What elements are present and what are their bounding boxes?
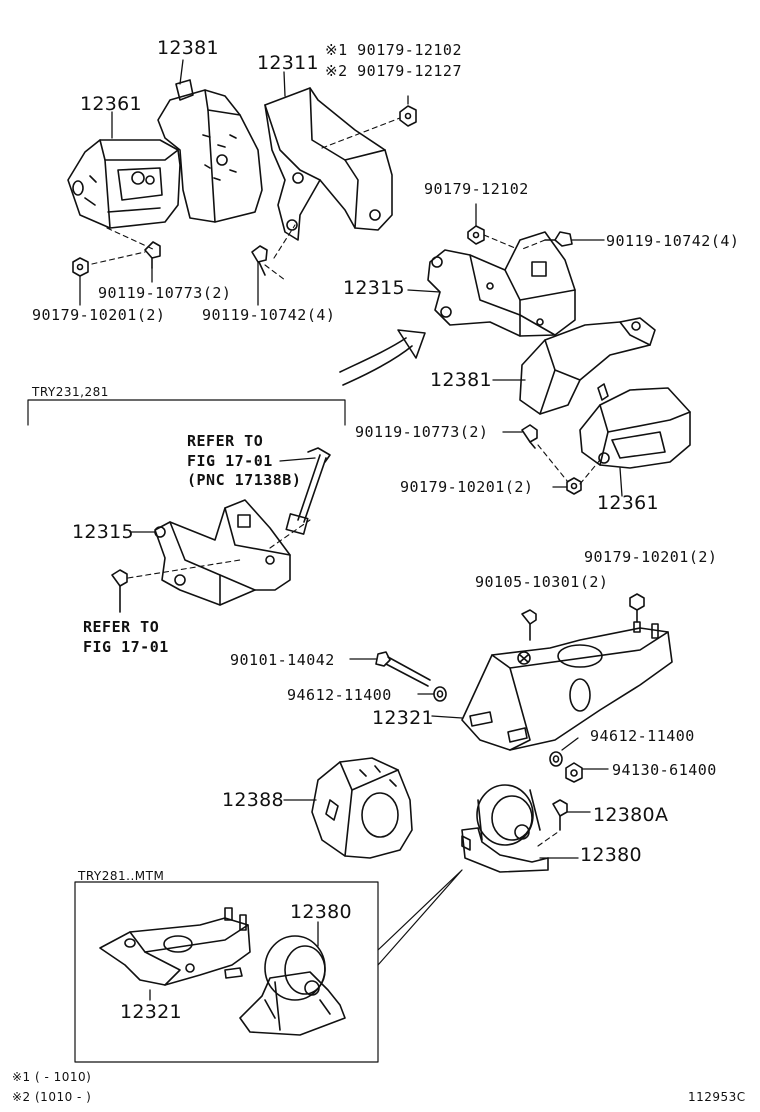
label-94612-a: 94612-11400	[287, 686, 392, 704]
label-12321-main: 12321	[372, 707, 434, 729]
bolt-90119-10742-top-icon	[251, 245, 268, 276]
label-12381-main: 12381	[430, 369, 492, 391]
label-90179-10201-b: 90179-10201(2)	[400, 478, 534, 496]
label-90179-12102: 90179-12102	[424, 180, 529, 198]
note1-code: ※1 90179-12102	[325, 41, 462, 59]
mount-12388-icon	[311, 757, 413, 859]
bolt-90119-10773-top-icon	[144, 241, 161, 269]
bracket-12381-top-icon	[157, 79, 263, 223]
note-fig-1: FIG 17-01	[187, 452, 273, 470]
section-try281: TRY281..MTM	[78, 869, 165, 883]
footnote-1: ※1 ( - 1010)	[12, 1070, 92, 1084]
label-12321-sub: 12321	[120, 1001, 182, 1023]
label-12380-main: 12380	[580, 844, 642, 866]
footnote-2: ※2 (1010 - )	[12, 1090, 92, 1104]
washer-94612-b-icon	[549, 751, 563, 767]
label-94612-b: 94612-11400	[590, 727, 695, 745]
label-94130: 94130-61400	[612, 761, 717, 779]
label-12315-main: 12315	[343, 277, 405, 299]
note-fig-2: FIG 17-01	[83, 638, 169, 656]
figure-id: 112953C	[688, 1090, 746, 1104]
label-90101-14042: 90101-14042	[230, 651, 335, 669]
label-12361-main: 12361	[597, 492, 659, 514]
bolt-90119-10773-mid-icon	[521, 424, 538, 449]
label-90105-10301: 90105-10301(2)	[475, 573, 609, 591]
label-90179-10201-c: 90179-10201(2)	[584, 548, 718, 566]
note2-code: ※2 90179-12127	[325, 62, 462, 80]
label-90119-10773-b: 90119-10773(2)	[355, 423, 489, 441]
section-try231: TRY231,281	[32, 385, 109, 399]
bracket-12315-sub-icon	[154, 499, 291, 606]
label-90119-10742-b: 90119-10742(4)	[606, 232, 740, 250]
label-12380a: 12380A	[593, 804, 669, 826]
label-12380-sub: 12380	[290, 901, 352, 923]
bolt-refer-sub-icon	[111, 569, 128, 613]
direction-arrow-icon	[339, 329, 426, 386]
nut-94130-icon	[565, 762, 583, 783]
mount-12380-sub-icon	[239, 935, 346, 1036]
bracket-12381-main-icon	[519, 317, 656, 415]
bolts-90179-10201-main-icon	[629, 593, 659, 639]
bolt-90119-10742-mid-icon	[544, 231, 573, 247]
mount-12361-top-icon	[67, 139, 181, 229]
mount-12380-main-icon	[461, 784, 549, 873]
bracket-12311-top-icon	[264, 87, 393, 241]
bolt-90101-14042-icon	[375, 651, 431, 687]
mount-12361-main-icon	[579, 383, 691, 469]
label-12381-top: 12381	[157, 37, 219, 59]
bolt-12380a-icon	[552, 799, 568, 831]
nut-90179-12102-mid-icon	[467, 225, 485, 245]
nut-90179-10201-mid-icon	[566, 477, 582, 495]
label-12361-top: 12361	[80, 93, 142, 115]
bracket-12321-sub-icon	[99, 907, 251, 986]
nut-90179-12102-top-icon	[399, 105, 417, 127]
nut-90179-10201-top-icon	[72, 257, 89, 277]
label-90119-10773-a: 90119-10773(2)	[98, 284, 232, 302]
bracket-12315-main-icon	[427, 231, 576, 337]
label-12388: 12388	[222, 789, 284, 811]
label-12315-sub: 12315	[72, 521, 134, 543]
note-refer-to-1: REFER TO	[187, 432, 264, 450]
label-90119-10742-a: 90119-10742(4)	[202, 306, 336, 324]
washer-94612-a-icon	[433, 686, 447, 702]
rod-17138b-icon	[285, 447, 331, 535]
note-pnc: (PNC 17138B)	[187, 471, 302, 489]
label-12311: 12311	[257, 52, 319, 74]
bolt-90105-10301-icon	[521, 609, 537, 641]
label-90179-10201-a: 90179-10201(2)	[32, 306, 166, 324]
note-refer-to-2: REFER TO	[83, 618, 160, 636]
